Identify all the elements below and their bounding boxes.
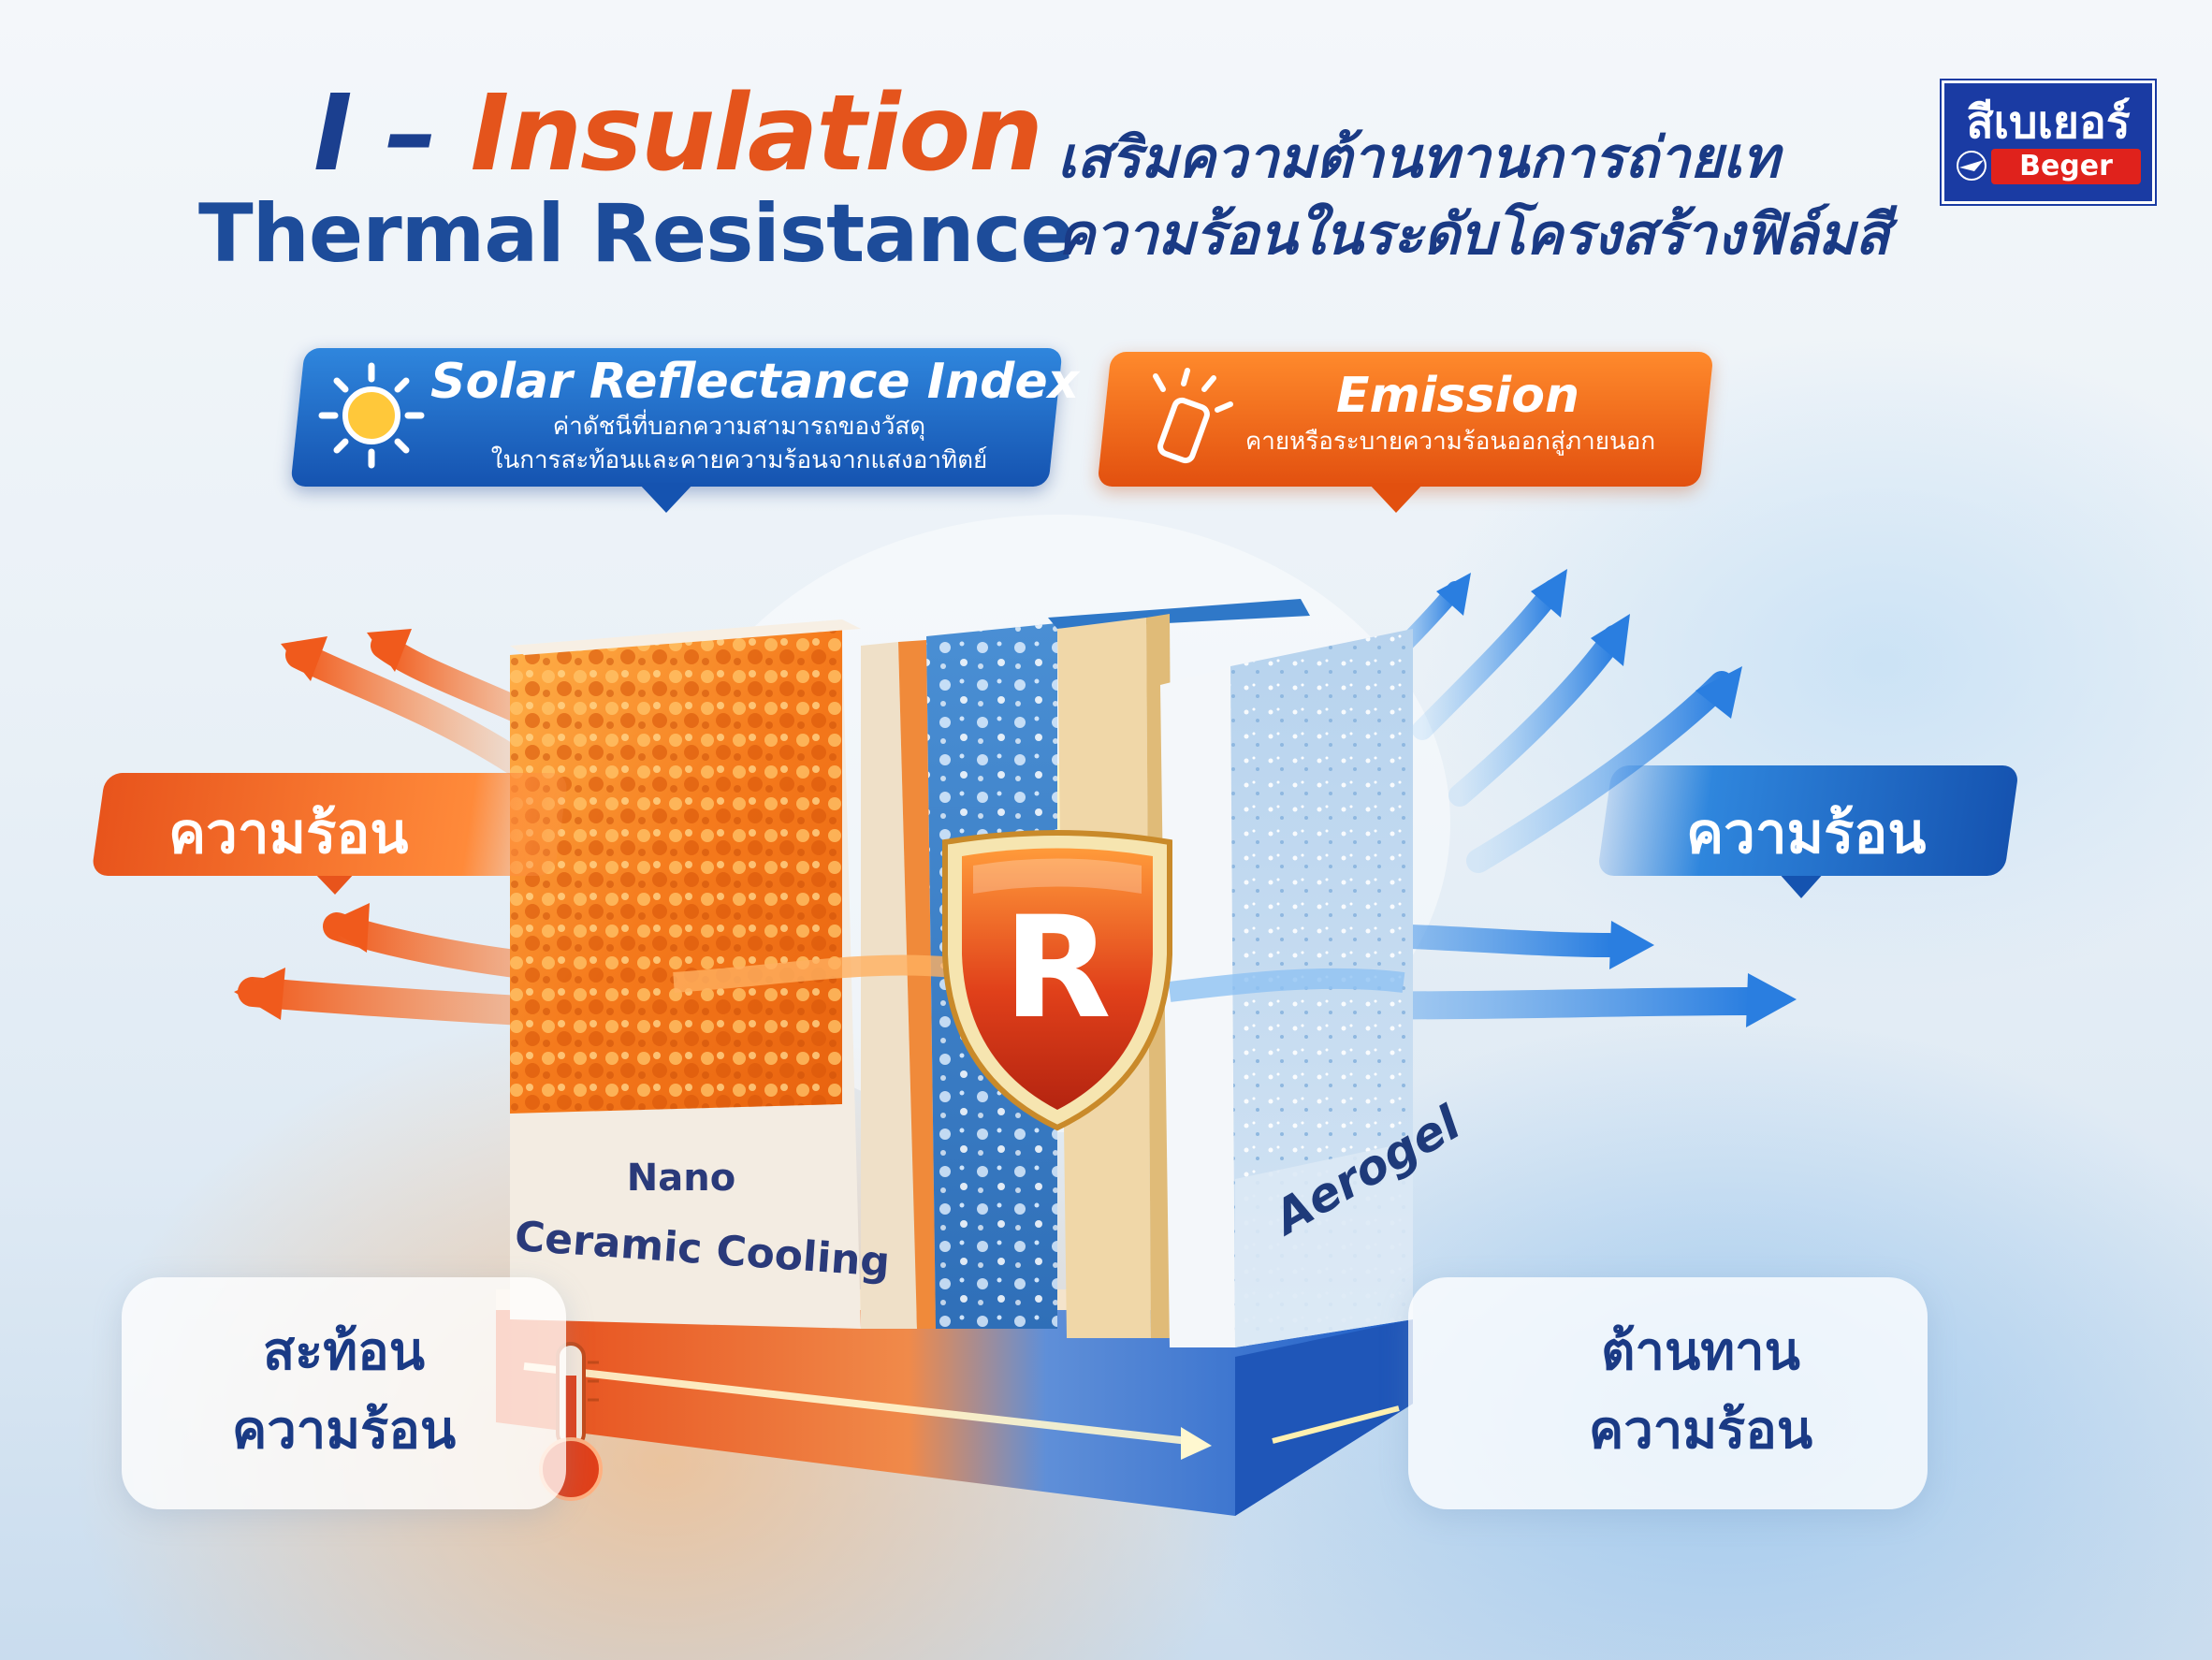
panel-right-line2: ความร้อน [1588,1400,1813,1461]
title-keyword: Insulation [470,73,1043,195]
panel-left-line1: สะท้อน [262,1321,426,1382]
callout-pointer [1368,483,1424,513]
panel-reflect-heat: สะท้อน ความร้อน [122,1277,566,1509]
page-subtitle: Thermal Resistance [198,187,1075,281]
film-layer-2 [898,640,936,1329]
radiating-wave-icon [1153,368,1233,464]
solar-line2: ในการสะท้อนและคายความร้อนจากแสงอาทิตย์ [490,446,988,474]
solar-description: ค่าดัชนีที่บอกความสามารถของวัสดุ ในการสะ… [440,410,1039,477]
heat-tag-right: ความร้อน [1686,801,1927,866]
thai-headline-line1: เสริมความต้านทานการถ่ายเท [1057,125,1780,191]
thai-headline: เสริมความต้านทานการถ่ายเท ความร้อนในระดั… [1057,120,1889,273]
emission-title: Emission [1336,368,1579,424]
layer-label-nano: Nano [626,1157,736,1200]
panel-left-line2: ความร้อน [231,1400,457,1461]
title-prefix: I – [313,73,471,195]
solar-title: Solar Reflectance Index [430,354,1080,410]
logo-thai-text: สีเบเยอร์ [1966,96,2131,149]
film-layer-5 [1160,666,1235,1347]
emission-description: คายหรือระบายความร้อนออกสู่ภายนอก [1244,428,1656,456]
panel-right-line1: ต้านทาน [1601,1321,1800,1382]
shield-letter: R [1003,887,1112,1050]
heat-tag-left: ความร้อน [168,801,409,866]
thai-headline-line2: ความร้อนในระดับโครงสร้างฟิล์มสี [1057,202,1890,268]
logo-bird-icon [1957,151,1986,181]
panel-right-text: ต้านทาน ความร้อน [1474,1313,1928,1470]
solar-line1: ค่าดัชนีที่บอกความสามารถของวัสดุ [552,413,926,441]
shield-icon [942,830,1172,1131]
callout-pointer [638,483,694,513]
logo-brand-text: Beger [1991,149,2141,184]
sun-icon [318,362,425,469]
page-title: I – Insulation [313,73,1043,195]
panel-left-text: สะท้อน ความร้อน [122,1313,566,1470]
beger-logo: สีเบเยอร์ Beger [1942,80,2155,204]
panel-resist-heat: ต้านทาน ความร้อน [1408,1277,1928,1509]
